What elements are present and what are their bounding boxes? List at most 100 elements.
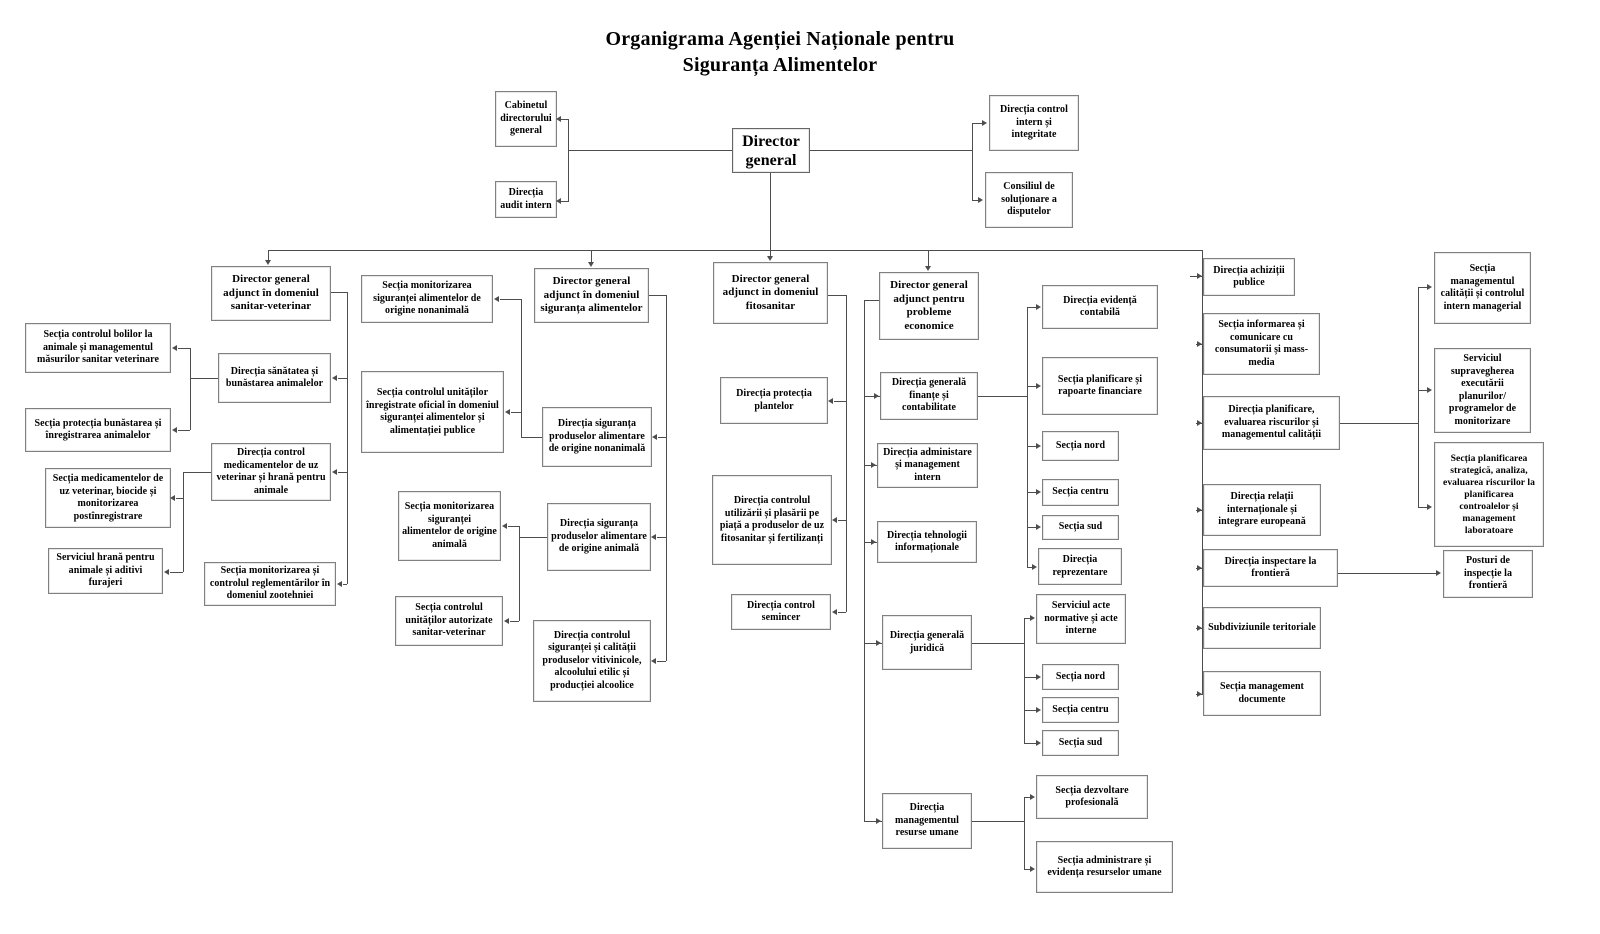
arrow-dga-sv — [265, 260, 271, 265]
node-sectia-centru-finante[interactable]: Secția centru — [1042, 479, 1119, 506]
node-director-general[interactable]: Director general — [732, 128, 810, 173]
node-sectia-planificare-rapoarte[interactable]: Secția planificare și rapoarte financiar… — [1042, 357, 1158, 415]
arrow-administrare — [871, 462, 876, 468]
node-directia-inspectare-frontiera[interactable]: Direcția inspectare la frontieră — [1203, 549, 1338, 587]
arrow-zootehnie — [337, 581, 342, 587]
node-sectia-informarea-comunicare[interactable]: Secția informarea și comunicare cu consu… — [1203, 313, 1320, 375]
arrow-posturi-frontiera — [1436, 570, 1441, 576]
node-label: Serviciul supravegherea executării planu… — [1448, 353, 1517, 427]
arrow-dga-sa — [588, 262, 594, 267]
node-sectia-controlul-unitati-inregistrate[interactable]: Secția controlul unităților înregistrate… — [361, 371, 504, 453]
node-directia-achizitii-publice[interactable]: Direcția achiziții publice — [1203, 258, 1295, 296]
node-directia-planificare-riscuri[interactable]: Direcția planificare, evaluarea riscuril… — [1203, 396, 1340, 450]
edge-dgasa-out — [649, 295, 666, 296]
edge-econ-juridica — [864, 643, 882, 644]
edge-to-control-intern — [972, 123, 982, 124]
node-label: Direcția planificare, evaluarea riscuril… — [1221, 404, 1322, 441]
node-directia-siguranta-nonanimala[interactable]: Direcția siguranța produselor alimentare… — [542, 407, 652, 467]
arrow-sanatatea — [332, 375, 337, 381]
node-sectia-controlul-unitati-autorizate[interactable]: Secția controlul unităților autorizate s… — [395, 596, 503, 646]
node-sectia-dezvoltare-profesionala[interactable]: Secția dezvoltare profesională — [1036, 775, 1148, 819]
node-serviciul-acte-normative[interactable]: Serviciul acte normative și acte interne — [1036, 594, 1126, 644]
node-directia-control-intern-si-integritate[interactable]: Direcția control intern și integritate — [989, 95, 1079, 151]
node-directia-resurse-umane[interactable]: Direcția managementul resurse umane — [882, 793, 972, 849]
node-consiliul-de-solutionare-a-disputelor[interactable]: Consiliul de soluționare a disputelor — [985, 172, 1073, 228]
node-directia-administrare[interactable]: Direcția administare și management inter… — [877, 443, 978, 488]
edge-main-bus — [268, 250, 1202, 251]
node-sectia-sud-juridica[interactable]: Secția sud — [1042, 730, 1119, 756]
edge-dgasv-zootehnie — [343, 584, 347, 585]
node-sectia-centru-juridica[interactable]: Secția centru — [1042, 697, 1119, 723]
arrow-control-intern — [982, 120, 987, 126]
edge-dg-down — [770, 173, 771, 250]
arrow-achizitii — [1197, 273, 1202, 279]
node-label: Secția nord — [1055, 439, 1106, 451]
edge-dgasv-out — [331, 292, 347, 293]
arrow-nord-fin — [1036, 443, 1041, 449]
node-dga-sanitar-veterinar[interactable]: Director general adjunct în domeniul san… — [211, 266, 331, 321]
node-sectia-monit-animala[interactable]: Secția monitorizarea siguranței alimente… — [398, 491, 501, 561]
node-directia-controlul-utilizarii[interactable]: Direcția controlul utilizării și plasări… — [712, 475, 832, 565]
edge-bus-right-drop — [1202, 250, 1203, 695]
node-directia-control-medicamentelor[interactable]: Direcția control medicamentelor de uz ve… — [211, 443, 331, 501]
edge-to-sect-medicamente — [176, 498, 183, 499]
node-subdiviziunile-teritoriale[interactable]: Subdiviziunile teritoriale — [1203, 607, 1321, 649]
node-directia-tehnologii-informationale[interactable]: Direcția tehnologii informaționale — [877, 521, 977, 563]
node-sectia-controlul-bolilor[interactable]: Secția controlul bolilor la animale și m… — [25, 323, 171, 373]
node-serviciul-hrana-animale[interactable]: Serviciul hrană pentru animale și aditiv… — [48, 548, 163, 594]
edge-animala-spine — [519, 526, 520, 621]
node-directia-control-semincer[interactable]: Direcția control semincer — [731, 594, 831, 630]
node-directia-controlul-vitivinicole[interactable]: Direcția controlul siguranței și calităț… — [533, 620, 651, 702]
node-dga-fitosanitar[interactable]: Director general adjunct in domeniul fit… — [713, 262, 828, 324]
node-directia-finante-contabilitate[interactable]: Direcția generală finanțe și contabilita… — [880, 372, 978, 420]
node-sectia-nord-juridica[interactable]: Secția nord — [1042, 664, 1119, 690]
node-directia-reprezentare[interactable]: Direcția reprezentare — [1038, 548, 1122, 585]
arrow-informarea — [1197, 341, 1202, 347]
node-label: Secția medicamentelor de uz veterinar, b… — [52, 473, 164, 522]
edge-col-achizitii-v — [1190, 276, 1191, 277]
edge-to-sect-unitati-autorizate — [510, 621, 519, 622]
node-sectia-administrare-resurse[interactable]: Secția administrare și evidența resursel… — [1036, 841, 1173, 893]
arrow-evidenta — [1036, 304, 1041, 310]
node-label: Secția monitorizarea siguranței alimente… — [373, 280, 481, 317]
node-sectia-sud-finante[interactable]: Secția sud — [1042, 515, 1119, 540]
node-sectia-management-documente[interactable]: Secția management documente — [1203, 671, 1321, 716]
node-label: Subdiviziunile teritoriale — [1208, 621, 1316, 633]
node-serviciul-supravegherea-executarii[interactable]: Serviciul supravegherea executării planu… — [1434, 348, 1531, 433]
node-directia-audit-intern[interactable]: Direcția audit intern — [495, 181, 557, 218]
node-dga-siguranta-alimentelor[interactable]: Director general adjunct în domeniul sig… — [534, 268, 649, 323]
node-label: Cabinetul directorului general — [500, 100, 552, 137]
arrow-sect-monit-animala — [502, 523, 507, 529]
edge-dgasv-medicamente — [338, 472, 347, 473]
page-title-line2: Siguranța Alimentelor — [682, 54, 878, 76]
node-sectia-monitorizarea-zootehniei[interactable]: Secția monitorizarea și controlul reglem… — [204, 562, 336, 606]
edge-jur-sud — [1024, 743, 1036, 744]
node-label: Direcția reprezentare — [1052, 554, 1108, 578]
node-sectia-nord-finante[interactable]: Secția nord — [1042, 431, 1119, 461]
edge-fin-sud — [1027, 527, 1036, 528]
edge-resurse-out — [972, 821, 1024, 822]
arrow-sud-fin — [1036, 524, 1041, 530]
node-directia-relatii-internationale[interactable]: Direcția relații internaționale și integ… — [1203, 484, 1321, 536]
node-sectia-protectia-bunastarea[interactable]: Secția protecția bunăstarea și înregistr… — [25, 408, 171, 452]
node-directia-siguranta-animala[interactable]: Direcția siguranța produselor alimentare… — [547, 503, 651, 571]
node-label: Direcția control semincer — [747, 599, 815, 624]
node-directia-evidenta-contabila[interactable]: Direcția evidență contabilă — [1042, 285, 1158, 329]
node-sectia-medicamentelor[interactable]: Secția medicamentelor de uz veterinar, b… — [45, 468, 171, 528]
edge-dgasv-spine — [347, 292, 348, 584]
node-directia-sanatatea-animalelor[interactable]: Direcția sănătatea și bunăstarea animale… — [218, 353, 331, 403]
edge-ru-dezvoltare — [1024, 797, 1031, 798]
node-directia-generala-juridica[interactable]: Direcția generală juridică — [882, 615, 972, 670]
node-sectia-management-calitatii[interactable]: Secția managementul calității și control… — [1434, 252, 1531, 324]
arrow-documente — [1197, 691, 1202, 697]
node-sectia-monit-nonanimala[interactable]: Secția monitorizarea siguranței alimente… — [361, 275, 493, 323]
arrow-dezvoltare — [1030, 794, 1035, 800]
node-label: Secția management documente — [1220, 681, 1304, 705]
node-dga-probleme-economice[interactable]: Director general adjunct pentru probleme… — [879, 272, 979, 340]
node-cabinet-directorului-general[interactable]: Cabinetul directorului general — [495, 91, 557, 147]
arrow-hrana — [164, 569, 169, 575]
node-sectia-planificarea-strategica[interactable]: Secția planificarea strategică, analiza,… — [1434, 442, 1544, 547]
node-directia-protectia-plantelor[interactable]: Direcția protecția plantelor — [720, 377, 828, 424]
node-posturi-inspectie-frontiera[interactable]: Posturi de inspecție la frontieră — [1443, 550, 1533, 598]
edge-to-sect-monit-nonanimala — [500, 299, 521, 300]
